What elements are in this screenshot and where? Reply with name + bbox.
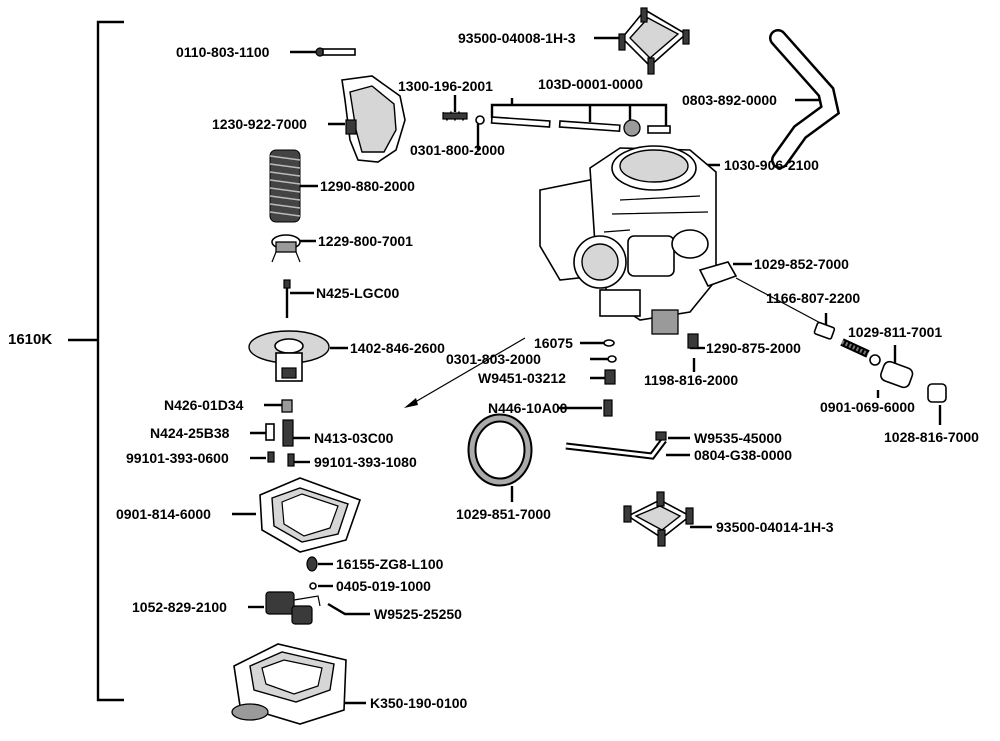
part-label-0804-g38-0000: 0804-G38-0000 [694,447,793,463]
kit-bracket [68,20,124,702]
drain-hose [565,431,667,460]
part-label-1052-829-2100: 1052-829-2100 [132,599,227,615]
part-label-99101-393-1080: 99101-393-1080 [314,454,417,470]
leader-lines [232,36,942,705]
part-label-1198-816-2000: 1198-816-2000 [644,372,739,388]
long-bolt [315,47,356,57]
part-label-1300-196-2001: 1300-196-2001 [398,78,493,94]
small-spring [442,110,468,122]
mixture-screw-set [735,277,947,403]
part-label-16155-zg8-l100: 16155-ZG8-L100 [336,556,444,572]
part-label-0901-069-6000: 0901-069-6000 [820,399,915,415]
part-label-k350-190-0100: K350-190-0100 [370,695,468,711]
part-label-w9525-25250: W9525-25250 [374,606,462,622]
part-label-n413-03c00: N413-03C00 [314,430,394,446]
part-label-n426-01d34: N426-01D34 [164,397,244,413]
part-label-0803-892-0000: 0803-892-0000 [682,92,777,108]
part-label-w9535-45000: W9535-45000 [694,430,782,446]
part-label-1028-816-7000: 1028-816-7000 [884,429,979,445]
throttle-shaft-set [475,115,671,137]
part-label-16075: 16075 [534,335,573,351]
part-label-93500-04008-1h-3: 93500-04008-1H-3 [458,30,576,46]
float-valve-parts [306,556,318,590]
top-cover-plate [618,7,690,75]
part-label-1029-811-7001: 1029-811-7001 [848,324,943,340]
part-label-1229-800-7001: 1229-800-7001 [318,233,413,249]
part-label-n446-10a00: N446-10A00 [488,400,568,416]
vacuum-diaphragm [248,330,330,382]
carb-float [265,591,321,625]
main-spring [269,149,301,223]
part-label-1230-922-7000: 1230-922-7000 [212,116,307,132]
part-label-93500-04014-1h-3: 93500-04014-1H-3 [716,519,834,535]
part-label-1290-875-2000: 1290-875-2000 [706,340,801,356]
float-bowl [231,643,347,725]
intake-o-ring [467,413,533,487]
part-label-n425-lgc00: N425-LGC00 [316,285,400,301]
part-label-1029-852-7000: 1029-852-7000 [754,256,849,272]
needle-holder [271,234,301,263]
jet-needle [283,279,291,318]
kit-label: 1610K [8,331,53,348]
pilot-jet-parts [603,333,699,417]
part-label-0405-019-1000: 0405-019-1000 [336,578,431,594]
part-label-1402-846-2600: 1402-846-2600 [350,340,445,356]
part-label-0301-800-2000: 0301-800-2000 [410,142,505,158]
jet-group [265,399,295,467]
part-label-n424-25b38: N424-25B38 [150,425,230,441]
part-label-99101-393-0600: 99101-393-0600 [126,450,229,466]
carb-top-cap [341,75,406,163]
part-label-1029-851-7000: 1029-851-7000 [456,506,551,522]
bottom-cover-plate [623,491,694,547]
part-label-w9451-03212: W9451-03212 [478,370,566,386]
part-label-1290-880-2000: 1290-880-2000 [320,178,415,194]
part-label-0110-803-1100: 0110-803-1100 [176,44,270,60]
part-label-1166-807-2200: 1166-807-2200 [766,290,861,306]
vent-hose [769,29,841,169]
part-label-1030-906-2100: 1030-906-2100 [724,157,819,173]
part-label-0901-814-6000: 0901-814-6000 [116,506,211,522]
float-bowl-gasket [259,477,362,553]
part-label-0301-803-2000: 0301-803-2000 [446,351,541,367]
carburetor-body [539,145,738,335]
part-label-103d-0001-0000: 103D-0001-0000 [538,76,644,92]
